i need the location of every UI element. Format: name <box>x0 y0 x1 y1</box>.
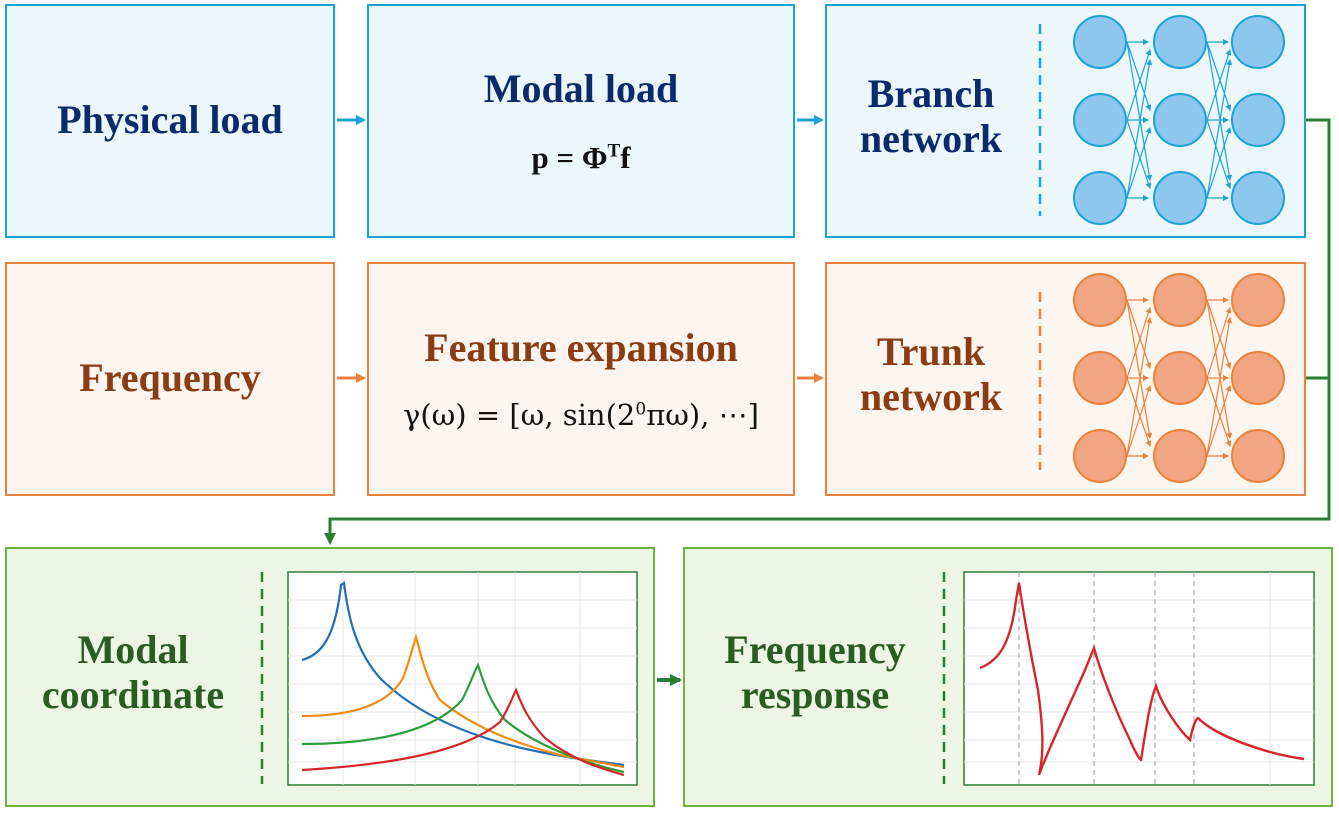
modal-coordinate-label: Modal coordinate <box>10 627 256 718</box>
modal-load-box <box>367 4 795 238</box>
modal-line2: coordinate <box>41 671 225 717</box>
modal-load-eq-rhs: f <box>620 140 631 175</box>
modal-load-eq-lhs: p = Φ <box>531 140 608 175</box>
trunk-line2: network <box>859 373 1003 419</box>
frequency-box <box>5 262 335 496</box>
modal-line1: Modal <box>77 627 189 672</box>
trunk-network-label: Trunk network <box>838 329 1024 420</box>
feature-expansion-box <box>367 262 795 496</box>
feature-expansion-equation: γ(ω) = [ω, sin(20πω), ⋯] <box>367 398 795 432</box>
feature-eq-b: πω), ⋯] <box>646 398 759 432</box>
modal-load-title: Modal load <box>483 66 679 111</box>
physical-load-label: Physical load <box>57 97 283 142</box>
physical-load-box <box>5 4 335 238</box>
frequency-label: Frequency <box>79 355 261 400</box>
feature-eq-sup: 0 <box>635 399 647 420</box>
branch-line1: Branch <box>867 71 995 116</box>
freq-resp-line2: response <box>740 671 890 717</box>
branch-line2: network <box>859 115 1003 161</box>
feature-eq-a: γ(ω) = [ω, sin(2 <box>403 398 636 432</box>
feature-expansion-title: Feature expansion <box>424 325 738 370</box>
frequency-response-label: Frequency response <box>695 627 935 718</box>
modal-load-eq-sup: T <box>607 140 621 162</box>
freq-resp-line1: Frequency <box>724 627 906 672</box>
branch-network-label: Branch network <box>838 71 1024 162</box>
trunk-line1: Trunk <box>876 329 986 374</box>
modal-load-equation: p = ΦTf <box>367 140 795 176</box>
